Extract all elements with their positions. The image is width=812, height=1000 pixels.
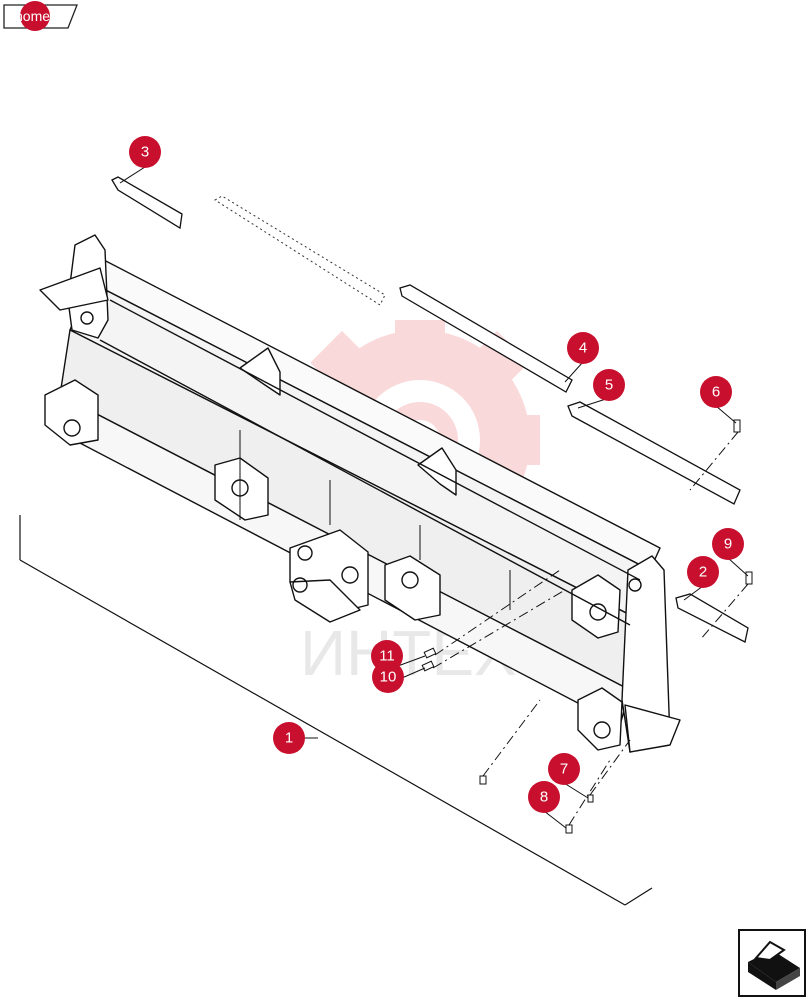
callout-9[interactable]: 9 — [712, 528, 744, 560]
callout-8[interactable]: 8 — [528, 781, 560, 813]
svg-text:6: 6 — [712, 384, 720, 401]
home-label: home — [15, 8, 50, 24]
next-page-button[interactable] — [738, 929, 806, 997]
assembly-lines — [432, 431, 749, 826]
part-2-strip — [675, 593, 749, 643]
svg-text:4: 4 — [579, 340, 587, 357]
callout-5[interactable]: 5 — [593, 369, 625, 401]
beam-assembly — [39, 234, 681, 753]
base-frame-lines — [19, 515, 653, 906]
svg-text:9: 9 — [724, 536, 732, 553]
part-4-strip — [399, 284, 573, 393]
next-page-arrow-icon — [748, 940, 800, 990]
callout-2[interactable]: 2 — [687, 556, 719, 588]
callout-1[interactable]: 1 — [273, 722, 305, 754]
callout-7[interactable]: 7 — [548, 753, 580, 785]
part-5-strip — [567, 401, 741, 505]
bolts — [421, 419, 753, 834]
svg-text:3: 3 — [141, 144, 149, 161]
callout-6[interactable]: 6 — [700, 376, 732, 408]
svg-text:5: 5 — [605, 377, 613, 394]
part-dotted-strip — [214, 195, 386, 306]
callout-10[interactable]: 10 — [372, 661, 404, 693]
home-tab[interactable]: home — [3, 1, 78, 31]
svg-text:11: 11 — [379, 648, 395, 665]
svg-text:10: 10 — [380, 669, 397, 686]
svg-text:7: 7 — [560, 761, 568, 778]
svg-text:8: 8 — [540, 789, 548, 806]
svg-text:1: 1 — [285, 730, 293, 747]
callout-3[interactable]: 3 — [129, 136, 161, 168]
part-3-strip — [111, 176, 183, 230]
svg-text:2: 2 — [699, 564, 707, 581]
callout-4[interactable]: 4 — [567, 332, 599, 364]
